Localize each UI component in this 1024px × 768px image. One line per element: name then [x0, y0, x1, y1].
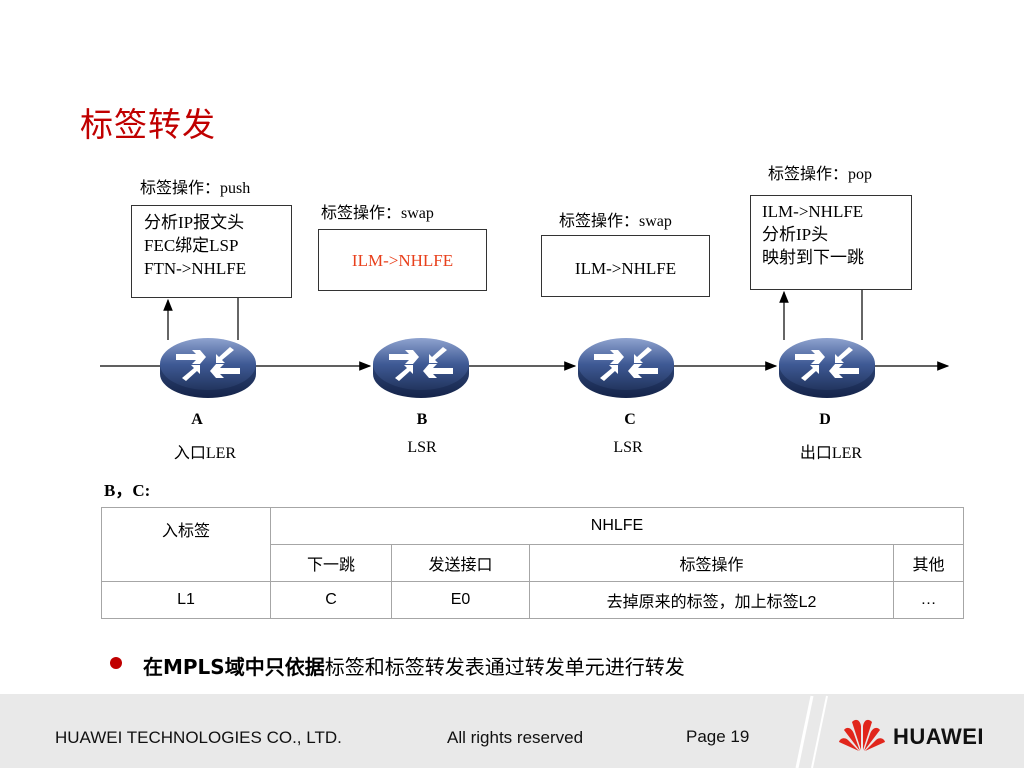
- box-a-line-2: FEC绑定LSP: [144, 236, 239, 255]
- footer-company: HUAWEI TECHNOLOGIES CO., LTD.: [55, 728, 342, 747]
- cell-in-label: L1: [101, 581, 271, 619]
- op-label-d: 标签操作：pop: [768, 166, 873, 183]
- cell-other: …: [893, 581, 964, 619]
- bullet-text: 在MPLS域中只依据标签和标签转发表通过转发单元进行转发: [143, 651, 685, 680]
- process-box-d: ILM->NHLFE 分析IP头 映射到下一跳: [750, 195, 912, 290]
- footer-page-number: Page 19: [686, 727, 750, 746]
- router-icon: [578, 338, 674, 398]
- bullet-dot-icon: [110, 657, 122, 669]
- header-next-hop: 下一跳: [270, 544, 392, 582]
- router-icon: [160, 338, 256, 398]
- box-c-line-1: ILM->NHLFE: [574, 259, 677, 278]
- node-id-b: B: [416, 411, 428, 428]
- node-role-c: LSR: [613, 439, 643, 456]
- footer-rights: All rights reserved: [447, 728, 584, 747]
- box-d-line-1: ILM->NHLFE: [762, 202, 864, 221]
- huawei-brand-text: HUAWEI: [893, 724, 984, 749]
- box-a-line-3: FTN->NHLFE: [144, 259, 247, 278]
- op-label-a: 标签操作：push: [140, 180, 251, 197]
- node-id-a: A: [191, 411, 203, 428]
- huawei-logo-icon: [839, 719, 885, 751]
- box-d-line-2: 分析IP头: [762, 225, 829, 244]
- cell-next-hop: C: [270, 581, 392, 619]
- op-label-b: 标签操作：swap: [321, 205, 434, 222]
- node-role-d: 出口LER: [799, 445, 863, 462]
- forwarding-diagram-lines: [100, 290, 950, 371]
- box-b-line-1: ILM->NHLFE: [351, 251, 454, 270]
- cell-operation: 去掉原来的标签，加上标签L2: [529, 581, 894, 619]
- table-caption: B，C:: [104, 481, 151, 500]
- router-icon: [373, 338, 469, 398]
- process-box-a: 分析IP报文头 FEC绑定LSP FTN->NHLFE: [131, 205, 292, 298]
- op-label-c: 标签操作：swap: [559, 213, 672, 230]
- nhlfe-table: 入标签 NHLFE 下一跳 发送接口 标签操作 其他 L1 C E0 去掉原来的…: [101, 507, 964, 619]
- bullet-rest-text: 标签和标签转发表通过转发单元进行转发: [324, 655, 685, 679]
- box-d-line-3: 映射到下一跳: [762, 248, 864, 267]
- header-interface: 发送接口: [391, 544, 530, 582]
- node-role-b: LSR: [407, 439, 437, 456]
- box-a-line-1: 分析IP报文头: [144, 213, 245, 232]
- node-role-a: 入口LER: [173, 445, 237, 462]
- table-row: L1 C E0 去掉原来的标签，加上标签L2 …: [101, 581, 964, 619]
- router-icon: [779, 338, 875, 398]
- header-label-operation: 标签操作: [529, 544, 894, 582]
- process-box-b: ILM->NHLFE: [318, 229, 487, 291]
- page-title: 标签转发: [80, 105, 216, 144]
- header-nhlfe: NHLFE: [270, 507, 964, 545]
- process-box-c: ILM->NHLFE: [541, 235, 710, 297]
- footer-bar: HUAWEI TECHNOLOGIES CO., LTD. All rights…: [0, 694, 1024, 768]
- node-id-c: C: [624, 411, 636, 428]
- node-id-d: D: [819, 411, 831, 428]
- footer-divider-lines: [795, 695, 828, 768]
- bullet-bold-text: 在MPLS域中只依据: [143, 655, 325, 679]
- header-other: 其他: [893, 544, 964, 582]
- cell-interface: E0: [391, 581, 530, 619]
- header-in-label: 入标签: [101, 507, 271, 582]
